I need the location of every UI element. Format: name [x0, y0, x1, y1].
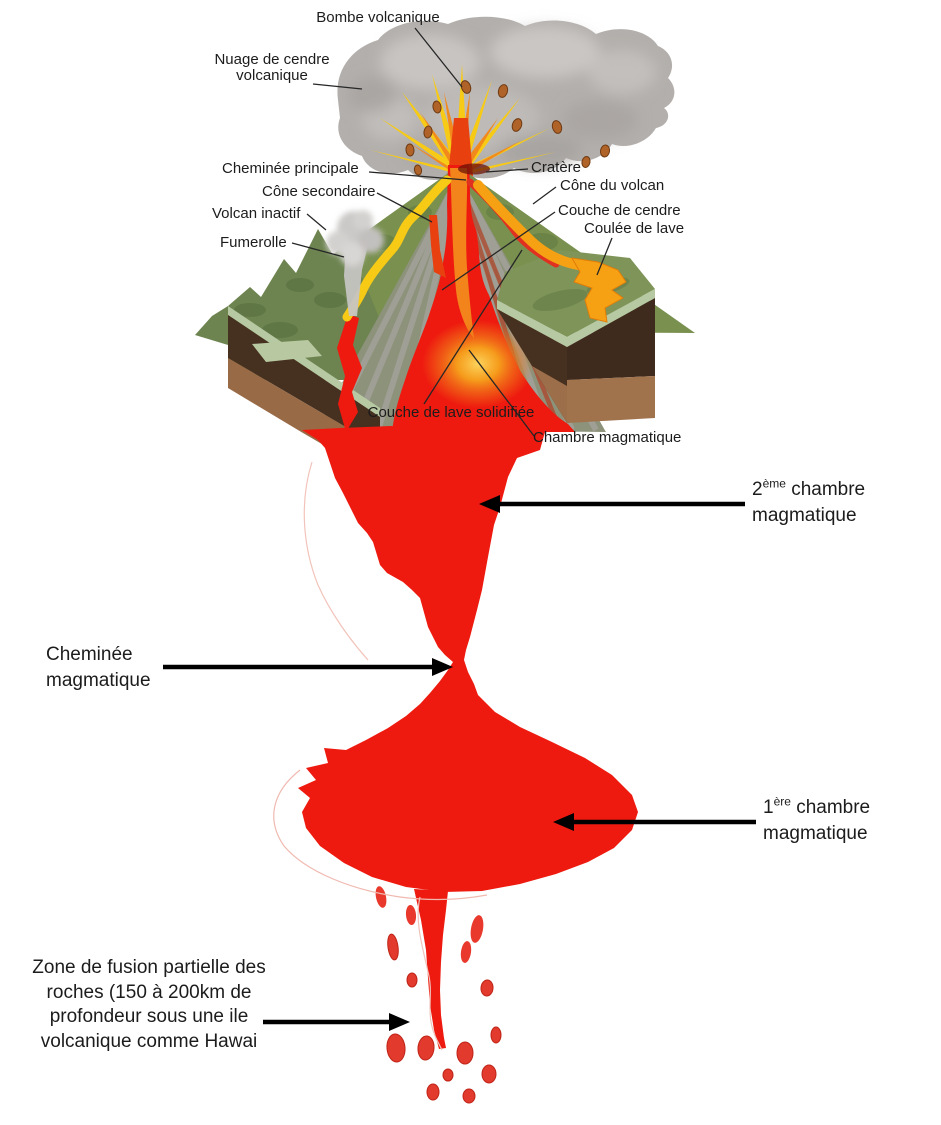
- callout-arrows: [163, 495, 756, 1031]
- arrow-partial-melting-zone: [263, 1013, 410, 1031]
- lava-flow: [473, 180, 627, 323]
- callout-second-magma-chamber-line2: magmatique: [752, 505, 857, 526]
- leader-lines: [291, 27, 613, 437]
- callout-secondary-cone: Cône secondaire: [262, 183, 376, 200]
- ash-cloud-highlights: [348, 26, 656, 169]
- leader-couche-de-cendre: [441, 211, 556, 291]
- secondary-cone-conduit: [429, 215, 446, 278]
- callout-fumarole: Fumerolle: [220, 234, 287, 251]
- leader-cone-du-volcan: [532, 186, 557, 205]
- leader-nuage-de-cendre: [312, 83, 363, 90]
- callout-inactive-volcano: Volcan inactif: [212, 205, 301, 222]
- callout-second-magma-chamber-line1: 2ème chambre: [752, 477, 865, 503]
- callout-text: chambre: [790, 797, 871, 818]
- callout-magma-chamber: Chambre magmatique: [533, 429, 682, 446]
- leader-couche-lave-solidifiee: [423, 249, 523, 405]
- leader-bombe-volcanique: [414, 27, 463, 88]
- callout-partial-melting-zone-line3: profondeur sous une ile: [49, 1006, 249, 1027]
- callout-partial-melting-zone: Zone de fusion partielle des roches (150…: [32, 956, 265, 1054]
- leader-volcan-inactif: [306, 213, 327, 231]
- arrow-first-magma-chamber: [553, 813, 756, 831]
- fumarole-dike: [337, 314, 362, 432]
- callout-text: chambre: [785, 479, 866, 500]
- callout-ash-layer: Couche de cendre: [558, 202, 681, 219]
- grass-terrace: [252, 340, 322, 362]
- ordinal-suffix: ème: [762, 476, 786, 491]
- magma-glow: [422, 320, 534, 408]
- volcanic-bombs: [405, 80, 611, 176]
- magma-body: [298, 425, 638, 892]
- leader-cone-secondaire: [376, 192, 433, 223]
- callout-ash-cloud-line1: Nuage de cendre: [214, 51, 330, 68]
- magma-chambers: [273, 425, 638, 1051]
- molten-rock-fragments: [386, 933, 502, 1104]
- callout-partial-melting-zone-line4: volcanique comme Hawai: [40, 1030, 258, 1052]
- callout-crater: Cratère: [531, 159, 582, 176]
- callout-main-conduit: Cheminée principale: [222, 160, 359, 177]
- ash-cloud: [337, 16, 675, 181]
- callout-volcanic-bomb: Bombe volcanique: [316, 9, 440, 26]
- ground-block-right: [497, 250, 655, 423]
- callout-first-magma-chamber-line1: 1ère chambre: [763, 795, 870, 821]
- callout-magma-conduit: Cheminée magmatique: [46, 642, 151, 694]
- ordinal-number: 2: [752, 479, 763, 500]
- callout-partial-melting-zone-line2: roches (150 à 200km de: [46, 981, 252, 1003]
- callout-first-magma-chamber: 1ère chambre magmatique: [763, 795, 870, 847]
- fumarole-smoke: [326, 210, 384, 316]
- arrow-magma-conduit: [163, 658, 453, 676]
- magma-drips: [375, 886, 484, 963]
- magma-outline-traces: [273, 461, 488, 1051]
- leader-cheminee-principale: [368, 171, 467, 181]
- callout-ash-cloud: Nuage de cendre volcanique: [214, 52, 329, 84]
- ordinal-number: 1: [763, 797, 774, 818]
- callout-volcano-cone: Cône du volcan: [560, 177, 665, 194]
- crater-mouth: [458, 163, 490, 175]
- callout-solidified-lava-layer: Couche de lave solidifiée: [367, 404, 535, 421]
- ordinal-suffix: ère: [773, 794, 791, 809]
- callout-second-magma-chamber: 2ème chambre magmatique: [752, 477, 865, 529]
- leader-coulee-de-lave: [596, 237, 613, 276]
- arrow-second-magma-chamber: [479, 495, 745, 513]
- callout-first-magma-chamber-line2: magmatique: [763, 823, 868, 844]
- callout-magma-conduit-line2: magmatique: [46, 670, 151, 691]
- grass-edge-strip-right: [497, 289, 655, 347]
- leader-fumerolle: [291, 242, 345, 258]
- callout-ash-cloud-line2: volcanique: [236, 67, 308, 84]
- callout-lava-flow: Coulée de lave: [584, 220, 685, 237]
- leader-chambre-magmatique: [468, 349, 535, 437]
- callout-magma-conduit-line1: Cheminée: [46, 644, 133, 665]
- callout-partial-melting-zone-line1: Zone de fusion partielle des: [32, 957, 266, 978]
- leader-cratere: [485, 168, 529, 173]
- magma-drip-column: [414, 889, 448, 1049]
